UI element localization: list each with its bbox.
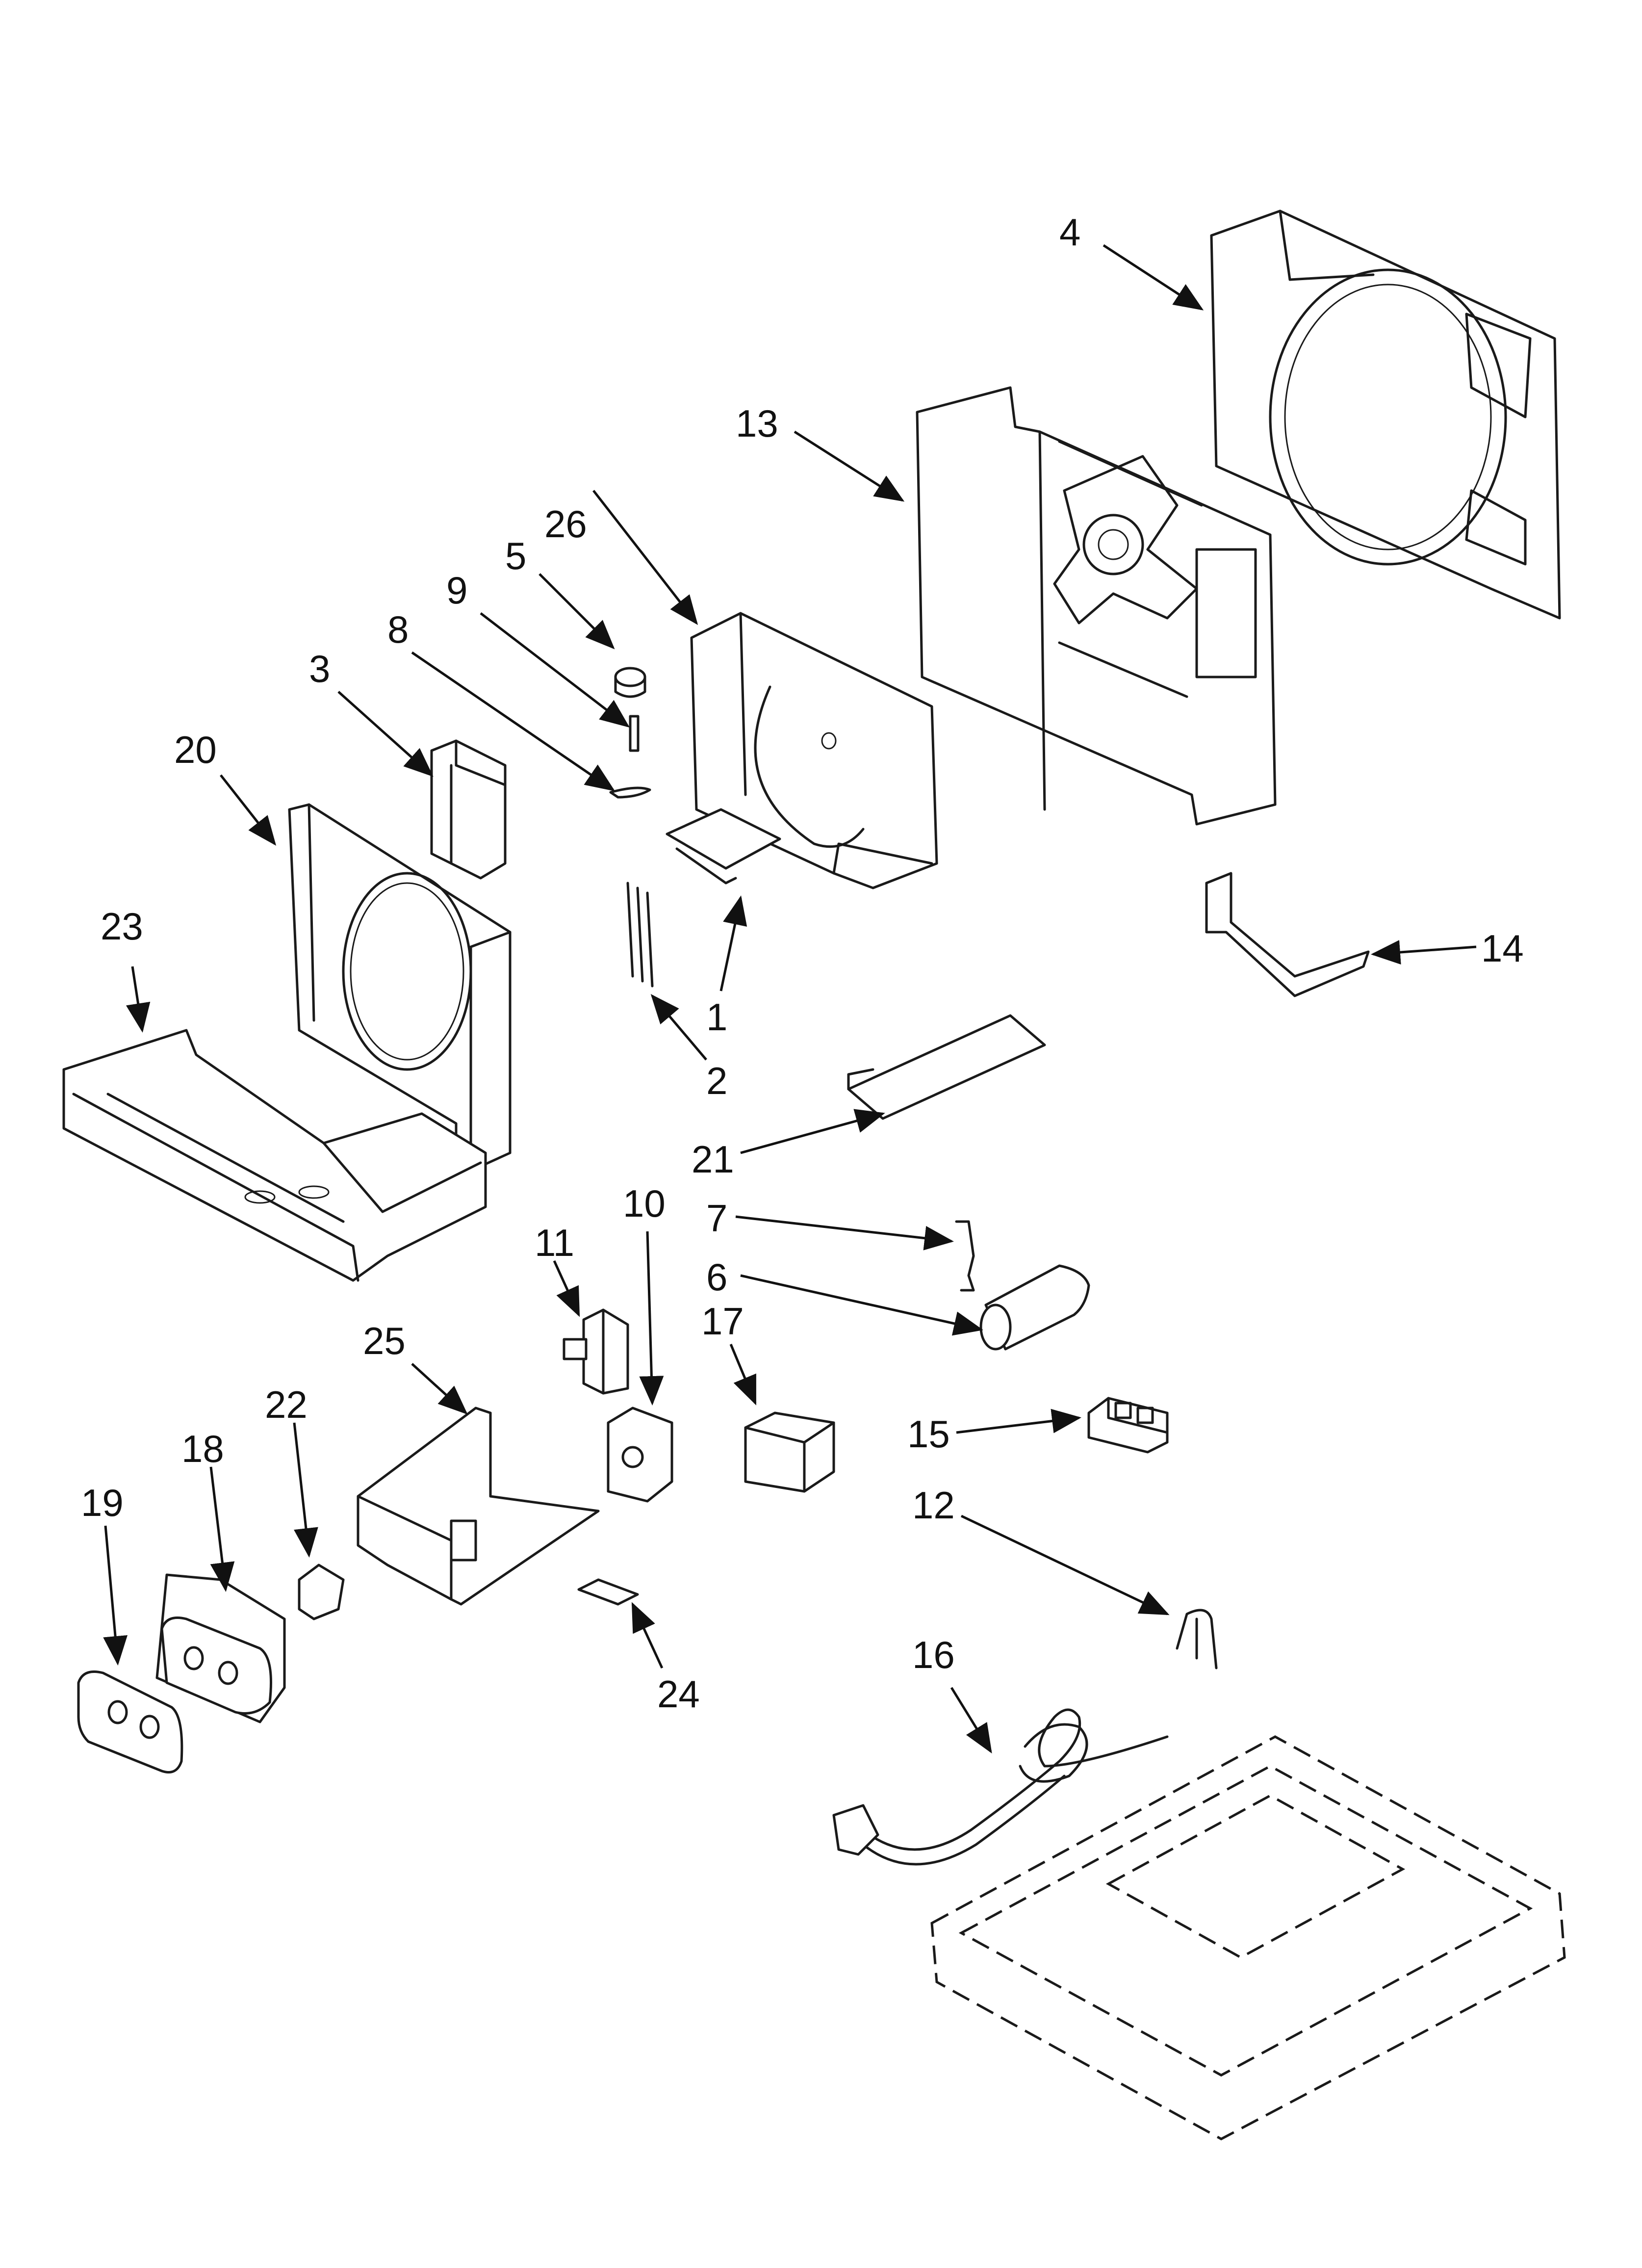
- callout-22: 22: [265, 1383, 308, 1426]
- part-1-bracket: [666, 808, 781, 885]
- callout-14: 14: [1481, 927, 1524, 970]
- callout-2: 2: [706, 1059, 727, 1102]
- part-2-seal-strips: [626, 882, 654, 988]
- part-5-cap: [614, 667, 646, 698]
- part-23-base-pan: [62, 1029, 487, 1282]
- callout-10: 10: [623, 1182, 666, 1225]
- callout-13: 13: [736, 402, 778, 445]
- callout-5: 5: [505, 534, 526, 577]
- part-6-capacitor: [979, 1264, 1090, 1351]
- part-10-selector-switch: [607, 1407, 673, 1503]
- part-25-control-bracket: [357, 1407, 600, 1606]
- part-24-label: [577, 1578, 639, 1606]
- callout-12: 12: [912, 1484, 955, 1527]
- part-21-cover: [847, 1014, 1046, 1120]
- part-13-bulkhead: [916, 386, 1277, 826]
- leader-lines: [103, 244, 1477, 1754]
- callout-6: 6: [706, 1255, 727, 1299]
- callout-23: 23: [101, 905, 143, 948]
- callout-17: 17: [701, 1300, 744, 1343]
- callout-20: 20: [174, 728, 217, 771]
- callout-19: 19: [81, 1481, 124, 1524]
- part-22-thermostat: [298, 1564, 345, 1620]
- part-11-rotary-switch: [563, 1308, 629, 1395]
- chassis-reference-outline: [930, 1735, 1566, 2140]
- part-4-shroud-panel: [1210, 209, 1561, 620]
- part-14-strap: [1205, 872, 1370, 997]
- callout-25: 25: [363, 1319, 406, 1362]
- callout-26: 26: [544, 502, 587, 546]
- part-8-spring-clip: [609, 786, 651, 799]
- callout-21: 21: [692, 1138, 734, 1181]
- part-19-panel-overlay: [77, 1670, 183, 1773]
- callout-15: 15: [907, 1412, 950, 1456]
- part-7-capacitor-strap: [955, 1220, 975, 1292]
- part-17-relay: [744, 1411, 835, 1493]
- part-16-power-cord: [832, 1708, 1169, 1866]
- part-15-terminal-block: [1087, 1397, 1169, 1454]
- callout-3: 3: [309, 647, 330, 690]
- callout-9: 9: [446, 569, 467, 612]
- callout-18: 18: [181, 1427, 224, 1470]
- part-12-cord-clamp: [1176, 1609, 1218, 1669]
- callout-4: 4: [1059, 210, 1080, 254]
- callout-24: 24: [657, 1672, 700, 1716]
- callout-16: 16: [912, 1633, 955, 1676]
- part-3-bracket: [430, 739, 507, 880]
- callout-11: 11: [535, 1221, 574, 1264]
- callout-labels: 4 13 26 5 9 8 3 20 23 1 2 14 21 10 7 11 …: [81, 210, 1524, 1716]
- callout-1: 1: [706, 995, 727, 1039]
- part-9-clip: [629, 715, 640, 752]
- callout-7: 7: [706, 1197, 727, 1240]
- part-18-control-housing: [155, 1573, 286, 1723]
- part-26-blower-housing: [690, 612, 938, 889]
- callout-8: 8: [387, 608, 409, 651]
